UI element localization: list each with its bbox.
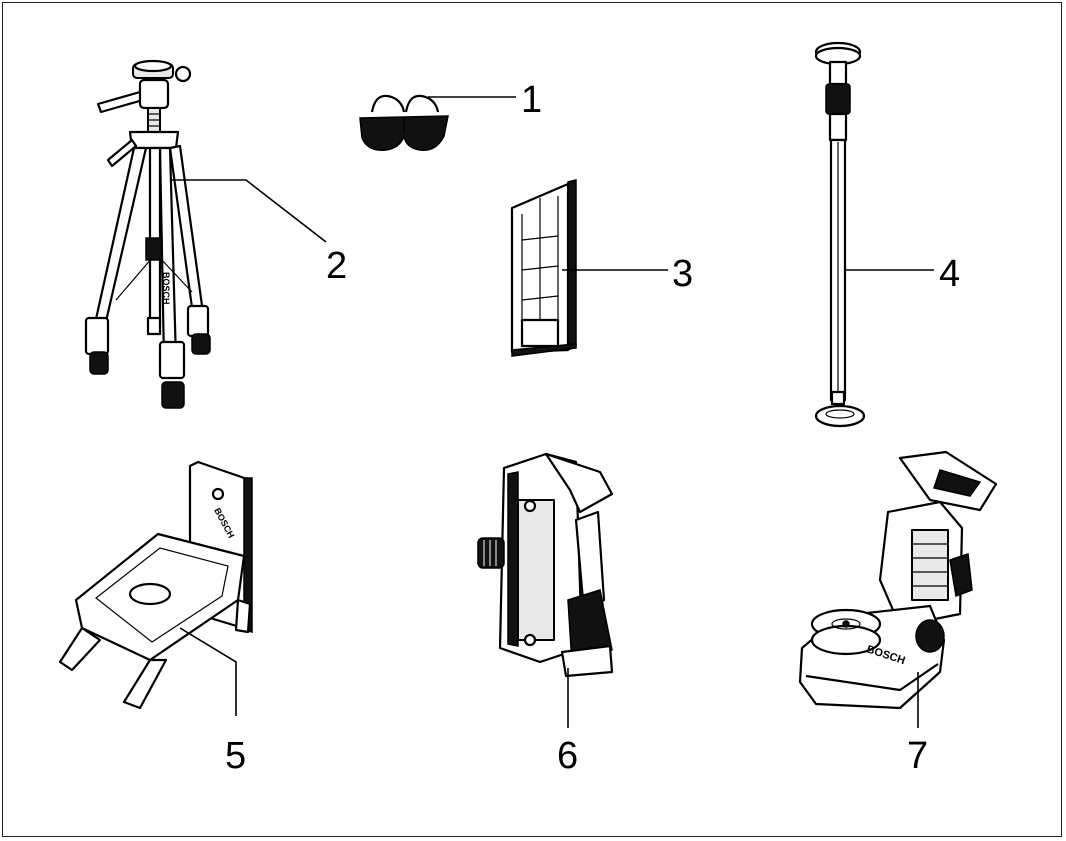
rotating-holder-illustration: BOSCH	[798, 450, 998, 710]
laser-glasses-illustration	[359, 94, 449, 151]
callout-line-5	[179, 627, 237, 716]
universal-holder-illustration: BOSCH	[58, 460, 253, 710]
tripod-illustration: BOSCH	[84, 59, 211, 409]
callout-label-7: 7	[907, 735, 928, 777]
callout-line-2	[172, 179, 327, 243]
mounting-clip-illustration	[477, 452, 614, 678]
callout-label-4: 4	[939, 253, 960, 295]
callout-label-3: 3	[672, 253, 693, 295]
tripod-brand-label: BOSCH	[161, 272, 171, 305]
telescopic-rod-illustration	[814, 41, 866, 428]
callout-label-1: 1	[521, 79, 542, 121]
callout-label-6: 6	[557, 735, 578, 777]
callout-label-2: 2	[326, 245, 347, 287]
callout-label-5: 5	[225, 735, 246, 777]
laser-target-plate-illustration	[510, 179, 577, 357]
